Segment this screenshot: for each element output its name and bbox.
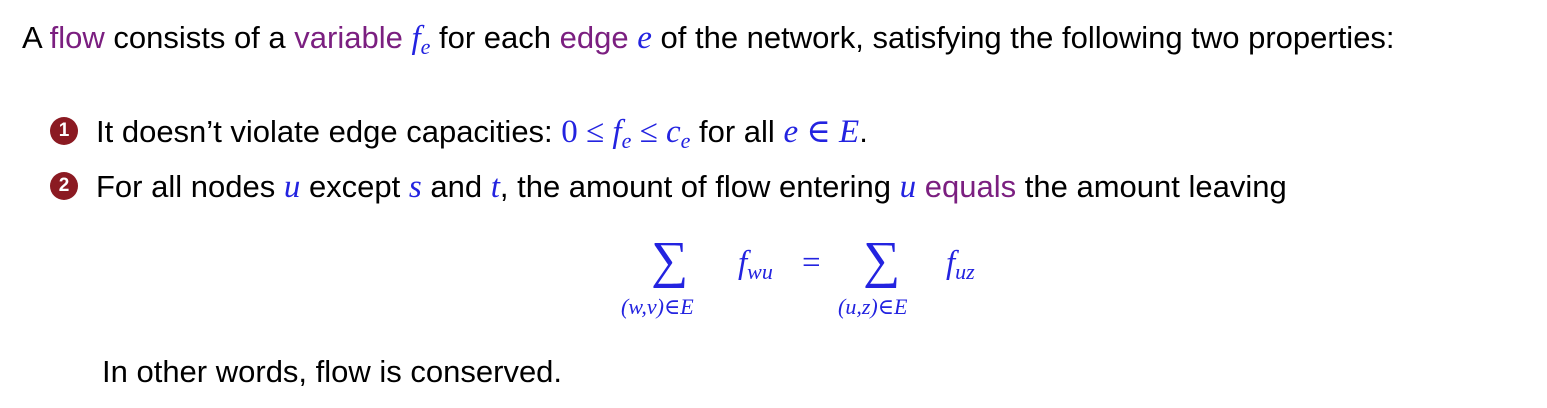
term-flow: flow [49,20,105,55]
term-variable: variable [294,20,403,55]
math-t: t [490,169,500,205]
math-e-in-E: e ∈ E [783,114,860,150]
bullet-number-1: 1 [50,116,78,145]
equals-sign: = [802,245,821,281]
sum-limits-left: (w,v)∈E [621,294,694,319]
sum-symbol-left: ∑ [651,232,689,289]
math-u: u [283,169,301,205]
bullet-number-2: 2 [50,171,78,200]
term-edge: edge [559,20,629,55]
conclusion-sentence: In other words, flow is conserved. [102,354,563,389]
term-equals: equals [924,169,1017,204]
math-s: s [408,169,422,205]
math-capacity-constraint: 0 ≤ fe ≤ ce [561,114,691,153]
math-f-e: fe [411,20,431,59]
math-u: u [899,169,917,205]
sum-symbol-right: ∑ [863,232,901,289]
math-e: e [637,20,652,56]
term-f-uz: fuz [946,245,975,284]
definition-sentence: A flow consists of a variable fe for eac… [22,20,1395,59]
term-f-wu: fwu [738,245,773,284]
sum-limits-right: (u,z)∈E [838,294,908,319]
